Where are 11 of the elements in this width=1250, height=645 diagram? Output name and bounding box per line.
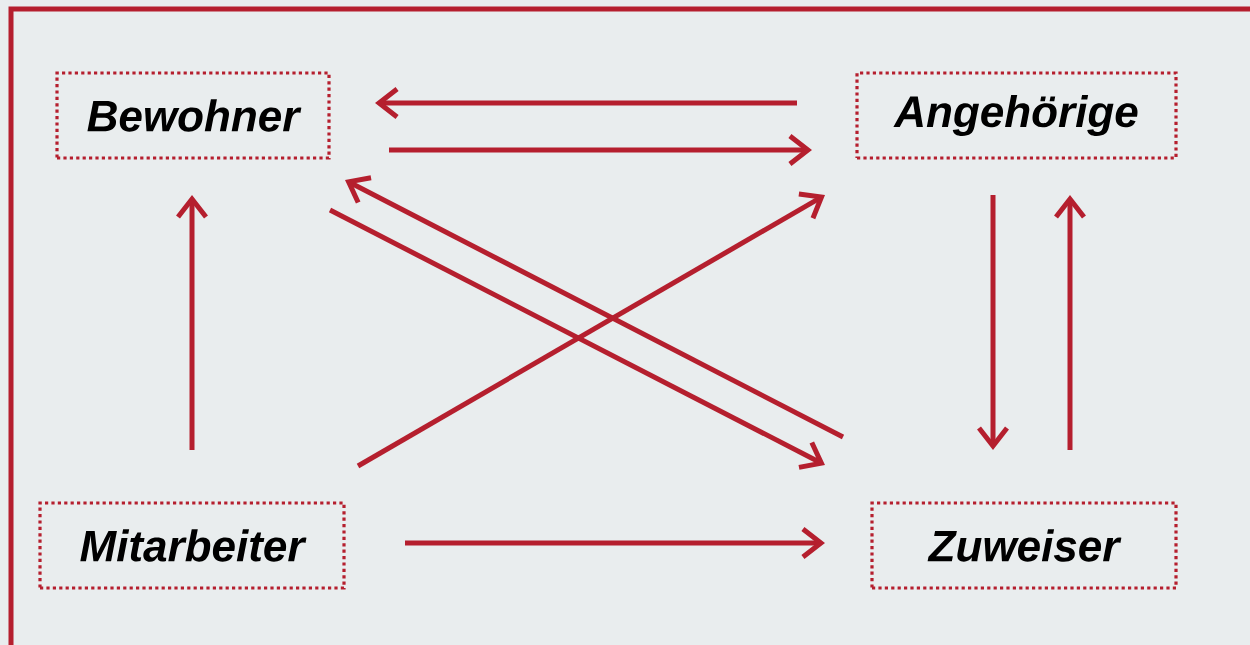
arrow bbox=[1054, 195, 1086, 450]
arrow bbox=[176, 195, 208, 450]
dotted-box: Bewohner bbox=[55, 71, 331, 160]
dotted-box: Mitarbeiter bbox=[38, 501, 346, 590]
arrow bbox=[375, 87, 797, 119]
dotted-box: Zuweiser bbox=[870, 501, 1178, 590]
dotted-box: Angehörige bbox=[855, 71, 1178, 160]
arrow bbox=[405, 527, 825, 559]
arrow bbox=[977, 195, 1009, 450]
arrow bbox=[345, 175, 845, 440]
arrow bbox=[389, 134, 812, 166]
